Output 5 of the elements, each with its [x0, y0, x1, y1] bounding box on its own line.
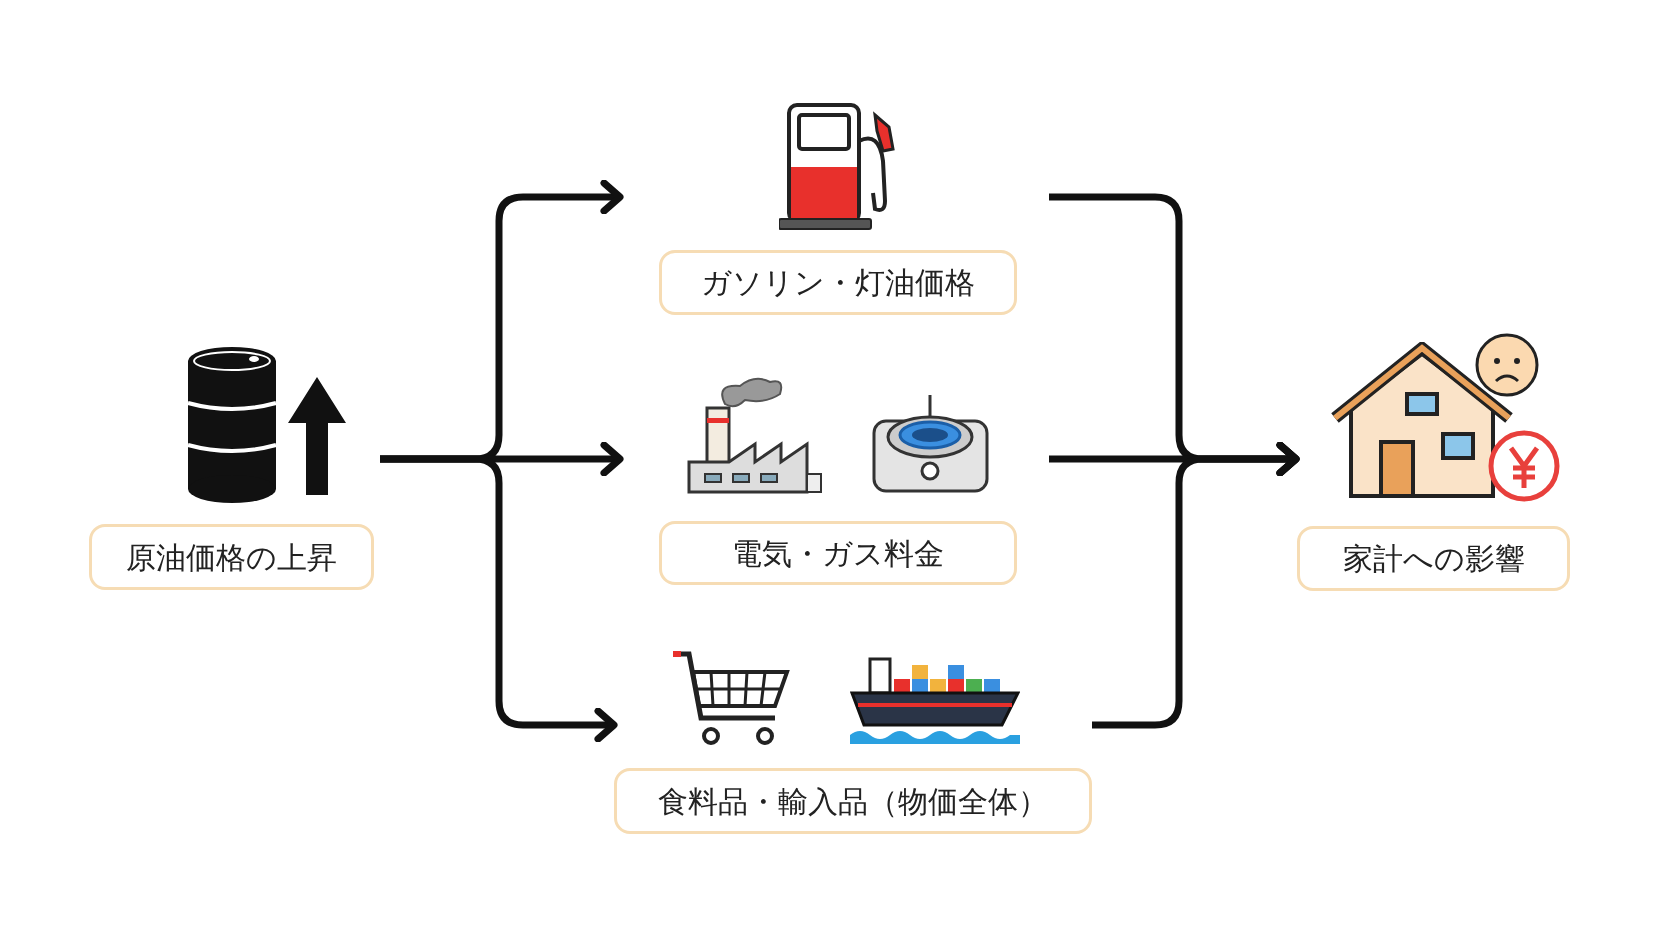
- label-box: ガソリン・灯油価格: [659, 250, 1017, 315]
- label-box: 電気・ガス料金: [659, 521, 1017, 585]
- label-box: 家計への影響: [1297, 526, 1570, 591]
- label-box: 原油価格の上昇: [89, 524, 374, 590]
- label-box: 食料品・輸入品（物価全体）: [614, 768, 1092, 834]
